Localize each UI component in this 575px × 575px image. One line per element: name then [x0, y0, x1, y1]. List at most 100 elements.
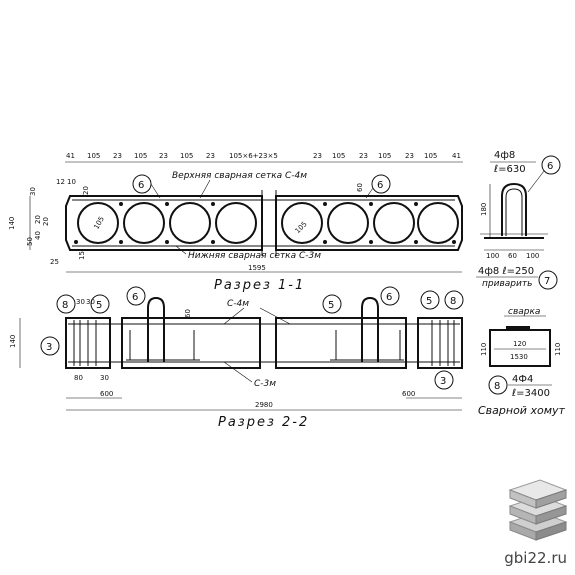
callout-7-num: 7	[544, 276, 550, 287]
dim-20: 20	[34, 215, 42, 224]
dim-600-right: 600	[402, 390, 415, 398]
dim-23-b: 23	[159, 152, 168, 160]
leader-6-right	[365, 187, 374, 199]
void-diameter-left: 105	[92, 215, 106, 231]
leader-6-detail	[527, 170, 545, 193]
callout-7	[538, 270, 558, 290]
callout-5-right	[420, 290, 440, 310]
dim-25: 25	[50, 258, 59, 266]
void-circle	[327, 202, 369, 244]
stirrup-side-left: 110	[480, 343, 488, 356]
rebar-dots	[74, 202, 456, 244]
dim-140-height: 140	[8, 217, 16, 230]
section-2-title: Разрез 2-2	[218, 415, 309, 430]
dim-100-right: 100	[526, 252, 539, 260]
dim-41-left: 41	[66, 152, 75, 160]
end-bars-left	[73, 320, 97, 366]
spec-bottom-2: приварить	[482, 279, 532, 289]
callout-8-right	[444, 290, 464, 310]
dim-40: 40	[34, 231, 42, 240]
section-1-title: Разрез 1-1	[214, 278, 305, 293]
segment-left-end	[65, 317, 111, 369]
dim-20-b: 20	[42, 217, 50, 226]
leader-6-left	[150, 183, 161, 199]
dim-23-a: 23	[113, 152, 122, 160]
callout-5-mid-num: 5	[328, 300, 334, 311]
callout-8-stirrup-num: 8	[494, 381, 500, 392]
callout-8-left-num: 8	[62, 300, 68, 311]
callout-3-right	[434, 370, 454, 390]
dim-30-b-s2: 30	[86, 298, 95, 306]
u-bar-inner	[505, 188, 523, 236]
void-circle	[77, 202, 119, 244]
stirrup-spec-1: 4Ф4	[512, 374, 533, 385]
stirrup-length: 1530	[510, 353, 528, 361]
segment-left-main	[121, 317, 261, 369]
overall-length-2: 2980	[255, 401, 273, 409]
dim-60-mid-detail: 60	[508, 252, 517, 260]
dim-30-top: 30	[29, 187, 37, 196]
dim-105-a: 105	[87, 152, 100, 160]
section-2-2: С-4м С-3м 60 140 30 30 80 30 8 5 6 3 5 6…	[9, 286, 464, 430]
stirrup-detail: сварка 120 110 110 1530 8 4Ф4 ℓ=3400 Сва…	[478, 307, 566, 417]
u-bar-right	[361, 296, 379, 362]
dim-10: 10	[67, 178, 76, 186]
dim-23-f: 23	[405, 152, 414, 160]
u-bar-left	[147, 296, 165, 362]
watermark: gbi22.ru	[504, 549, 567, 567]
top-mesh-label: Верхняя сварная сетка С-4м	[172, 171, 307, 181]
callout-5-right-num: 5	[426, 296, 432, 307]
dim-30-c-s2: 30	[100, 374, 109, 382]
dim-23-d: 23	[313, 152, 322, 160]
segment-right-main	[275, 317, 407, 369]
void-circle	[215, 202, 257, 244]
callout-3-right-num: 3	[440, 376, 446, 387]
section-1-1: 41 105 23 105 23 105 23 105×6+23×5 23 10…	[8, 152, 463, 293]
u-bar-outer	[501, 182, 527, 236]
stirrup-spec-2: ℓ=3400	[512, 388, 550, 399]
callout-6-s2-left-num: 6	[132, 292, 138, 303]
leader-mesh-top-s2	[223, 307, 245, 325]
dim-105-e: 105	[378, 152, 391, 160]
void-circle	[281, 202, 323, 244]
bottom-mesh-label: Нижняя сварная сетка С-3м	[188, 251, 321, 261]
void-circle	[373, 202, 415, 244]
height-180: 180	[480, 203, 488, 216]
void-circle	[123, 202, 165, 244]
end-bars-right	[431, 320, 455, 366]
void-circle	[169, 202, 211, 244]
dim-20-c: 20	[82, 186, 90, 195]
stirrup-width: 120	[513, 340, 526, 348]
weld-mark	[506, 326, 530, 331]
callout-8-right-num: 8	[450, 296, 456, 307]
dim-50: 50	[26, 237, 34, 246]
callout-6-s2-right	[380, 286, 400, 306]
callout-5-left-num: 5	[96, 300, 102, 311]
segment-right-end	[417, 317, 463, 369]
dim-105-c: 105	[180, 152, 193, 160]
mesh-top-label-s2: С-4м	[227, 299, 249, 309]
dim-100-left: 100	[486, 252, 499, 260]
dim-600-left: 600	[100, 390, 113, 398]
spec-top-2: ℓ=630	[494, 164, 526, 175]
leader-bottom-mesh	[175, 245, 187, 255]
callout-5-mid	[322, 294, 342, 314]
callout-6-detail	[541, 155, 561, 175]
overall-length-1: 1595	[248, 264, 266, 272]
dim-105-d: 105	[332, 152, 345, 160]
dim-60-s2: 60	[184, 309, 192, 318]
dim-105-b: 105	[134, 152, 147, 160]
callout-6-left-num: 6	[138, 180, 144, 191]
spec-bottom-1: 4ф8 ℓ=250	[478, 266, 534, 277]
callout-6-s2-left	[126, 286, 146, 306]
dim-105-f: 105	[424, 152, 437, 160]
callout-6-right	[371, 174, 391, 194]
callout-5-left	[90, 294, 110, 314]
leader-mesh-top-s2b	[259, 307, 291, 325]
stirrup-side-right: 110	[554, 343, 562, 356]
bar-detail: 180 4ф8 ℓ=630 6 100 60 100 4ф8 ℓ=250 при…	[476, 150, 561, 290]
callout-8-left	[56, 294, 76, 314]
logo-slabs-icon	[508, 479, 568, 541]
void-circle	[417, 202, 459, 244]
